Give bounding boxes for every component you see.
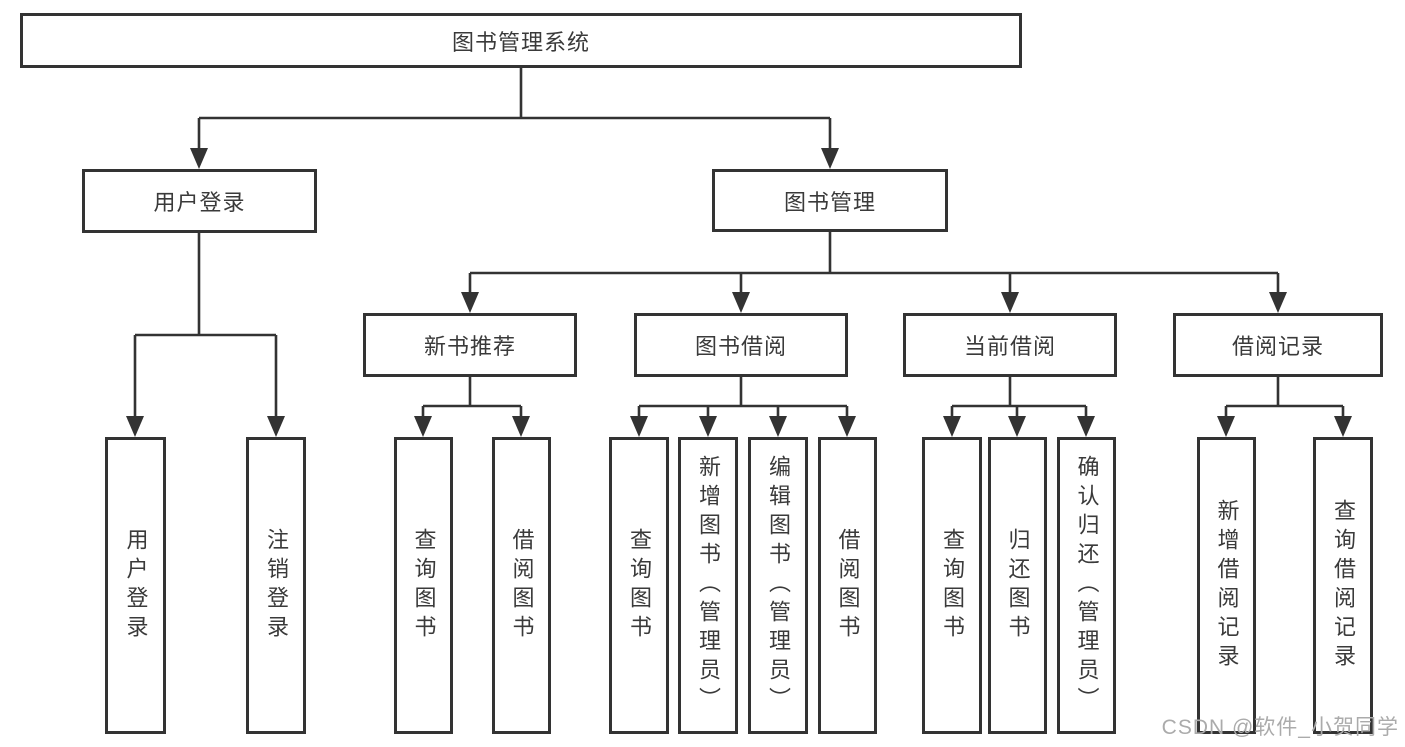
leaf-query-books-borrow: 查询图书 — [609, 437, 669, 734]
leaf-add-book-admin: 新增图书（管理员） — [678, 437, 738, 734]
arrowhead-icons — [126, 148, 1352, 437]
leaf-logout: 注销登录 — [246, 437, 306, 734]
leaf-user-login: 用户登录 — [105, 437, 166, 734]
csdn-watermark: CSDN @软件_小贺同学 — [1161, 716, 1399, 739]
leaf-query-borrow-record: 查询借阅记录 — [1313, 437, 1373, 734]
leaf-borrow-books: 借阅图书 — [818, 437, 877, 734]
leaf-borrow-books-recommend: 借阅图书 — [492, 437, 551, 734]
node-root-library-system: 图书管理系统 — [20, 13, 1022, 68]
leaf-query-books-current: 查询图书 — [922, 437, 982, 734]
leaf-edit-book-admin: 编辑图书（管理员） — [748, 437, 808, 734]
node-borrow-records: 借阅记录 — [1173, 313, 1383, 377]
leaf-return-book: 归还图书 — [988, 437, 1047, 734]
node-user-login: 用户登录 — [82, 169, 317, 233]
node-book-borrow: 图书借阅 — [634, 313, 848, 377]
leaf-confirm-return-admin: 确认归还（管理员） — [1057, 437, 1116, 734]
node-new-book-recommend: 新书推荐 — [363, 313, 577, 377]
node-book-management: 图书管理 — [712, 169, 948, 232]
leaf-query-books-recommend: 查询图书 — [394, 437, 453, 734]
node-current-borrow: 当前借阅 — [903, 313, 1117, 377]
leaf-add-borrow-record: 新增借阅记录 — [1197, 437, 1256, 734]
